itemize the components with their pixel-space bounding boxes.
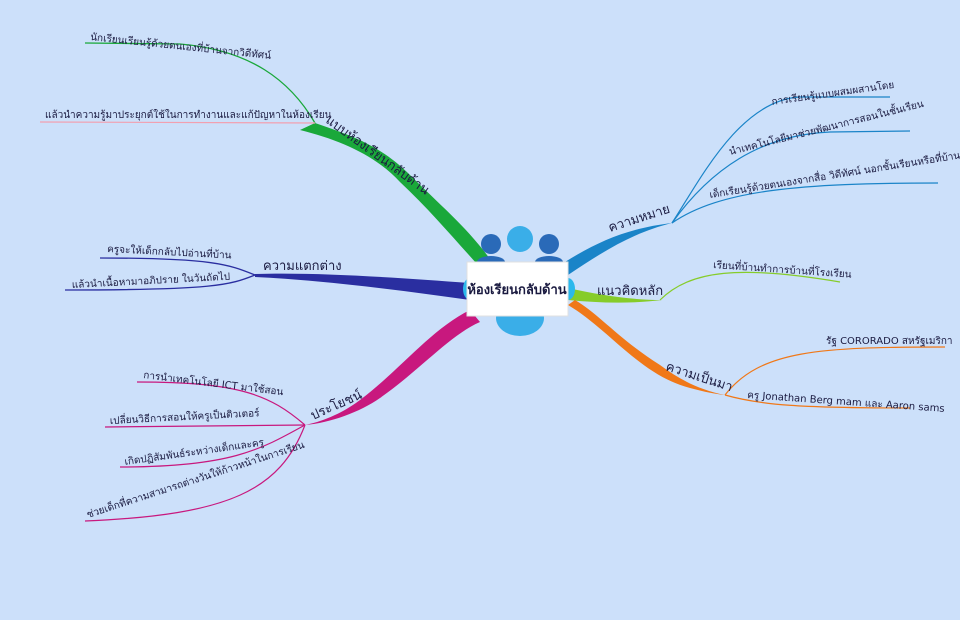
branch-difference[interactable]: ความแตกต่าง ครูจะให้เด็กกลับไปอ่านที่บ้า… (64, 241, 470, 300)
child-label: นำเทคโนโลยีมาช่วยพัฒนาการสอนในชั้นเรียน (727, 96, 925, 158)
center-node[interactable]: ห้องเรียนกลับด้าน (463, 226, 575, 336)
branch-benefit[interactable]: ประโยชน์ การนำเทคโนโลยี ICT มาใช้สอน เปล… (85, 310, 480, 522)
child-label: การนำเทคโนโลยี ICT มาใช้สอน (143, 368, 285, 398)
child-label: การเรียนรู้แบบผสมผสานโดย (771, 78, 895, 108)
branch-meaning[interactable]: ความหมาย การเรียนรู้แบบผสมผสานโดย นำเทคโ… (565, 78, 960, 275)
child-label: นักเรียนเรียนรู้ด้วยตนเองที่บ้านจากวิดีท… (90, 29, 272, 62)
branch-history[interactable]: ความเป็นมา รัฐ CORORADO สหรัฐเมริกา ครู … (568, 300, 953, 415)
center-label: ห้องเรียนกลับด้าน (467, 282, 566, 298)
branch-flipped[interactable]: แบบห้องเรียนกลับด้าน นักเรียนเรียนรู้ด้ว… (39, 29, 492, 265)
child-label: เปลี่ยนวิธีการสอนให้ครูเป็นติวเตอร์ (109, 405, 260, 427)
child-label: ครู Jonathan Berg mam และ Aaron sams (747, 390, 945, 415)
child-label: แล้วนำเนื้อหามาอภิปราย ในวันถัดไป (71, 269, 230, 291)
child-label: เรียนที่บ้านทำการบ้านที่โรงเรียน (713, 257, 852, 281)
branch-label: ความแตกต่าง (263, 259, 342, 274)
branch-label: แนวคิดหลัก (597, 284, 663, 299)
child-label: รัฐ CORORADO สหรัฐเมริกา (826, 336, 953, 347)
child-label: แล้วนำความรู้มาประยุกต์ใช้ในการทำงานและแ… (45, 109, 332, 121)
branch-label: แบบห้องเรียนกลับด้าน (323, 112, 433, 198)
branch-concept[interactable]: แนวคิดหลัก เรียนที่บ้านทำการบ้านที่โรงเร… (568, 257, 852, 303)
